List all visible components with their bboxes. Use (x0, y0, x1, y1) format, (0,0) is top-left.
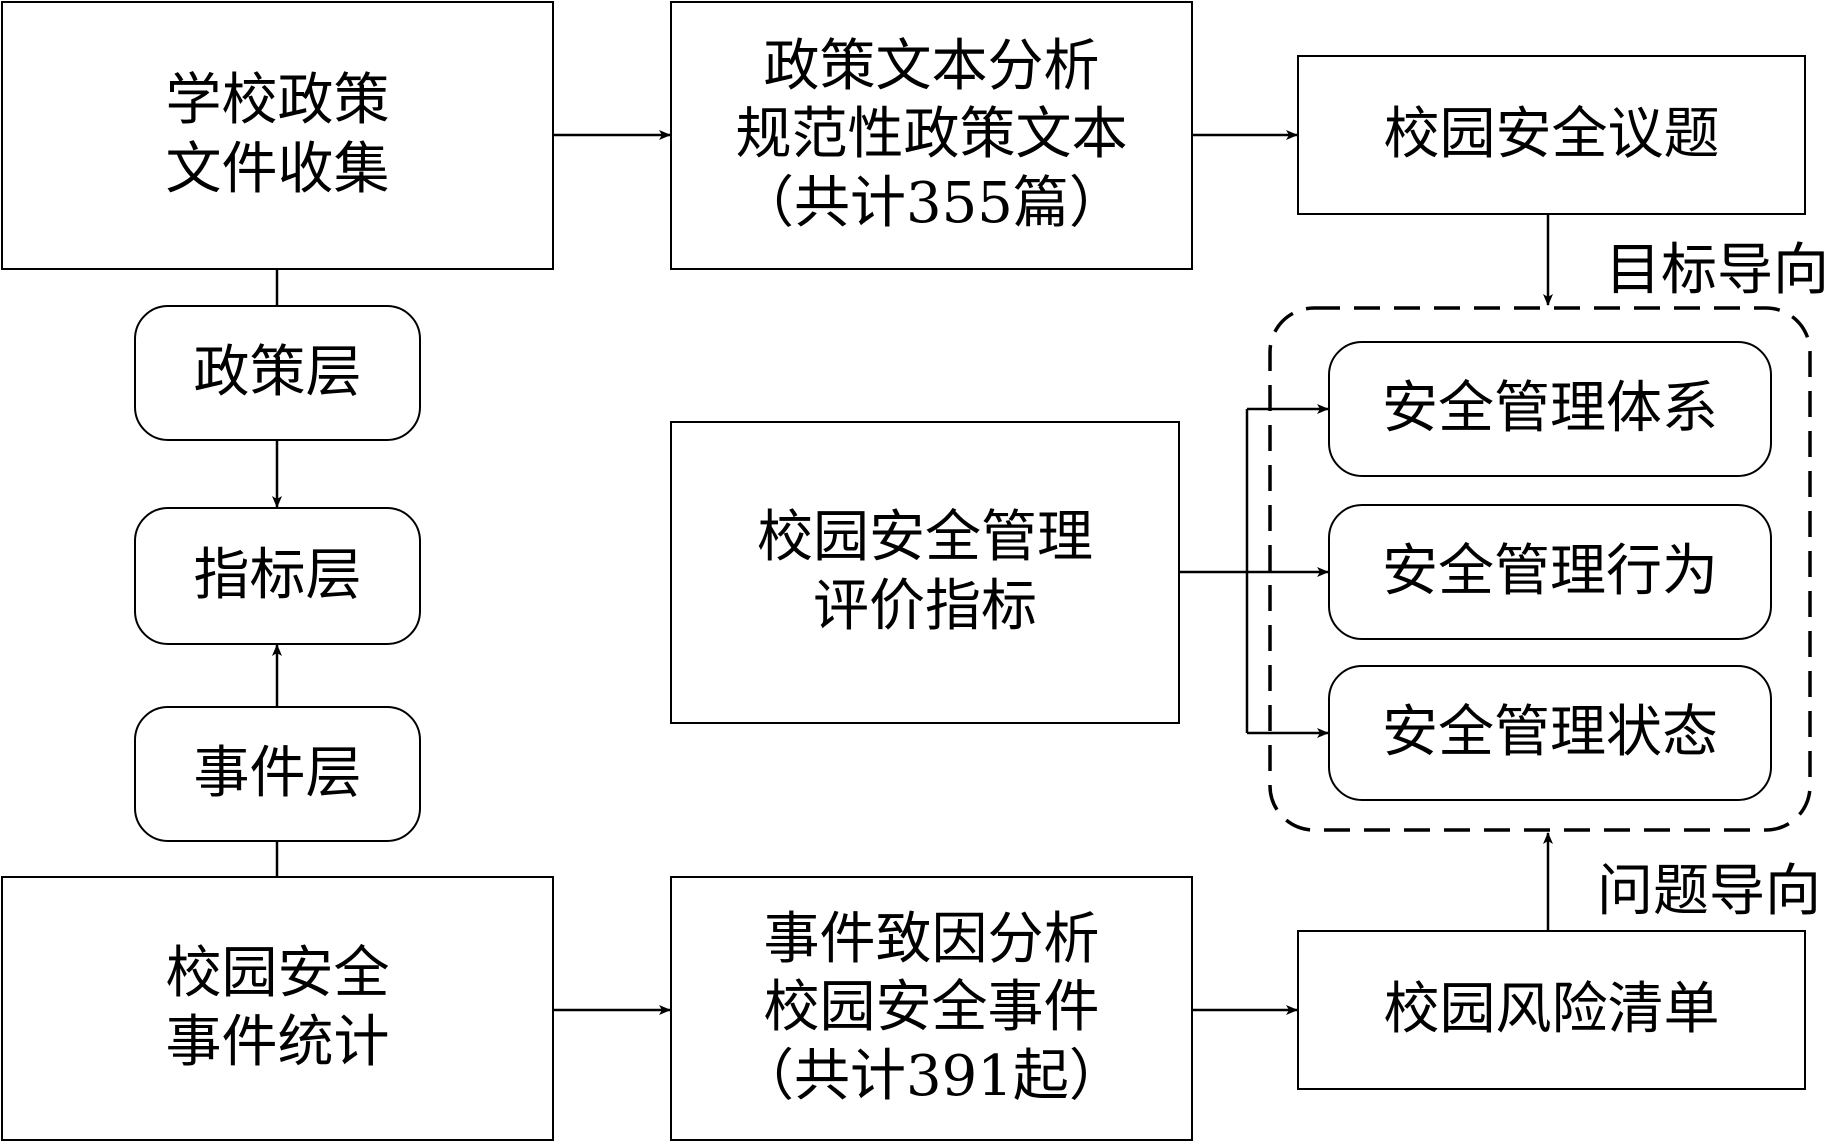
indicator-layer-box: 指标层 (134, 507, 421, 645)
risk-list-box: 校园风险清单 (1297, 930, 1806, 1090)
management-behavior-label: 安全管理行为 (1382, 538, 1718, 604)
indicator-layer-label: 指标层 (193, 542, 362, 608)
policy-collection-line2: 文件收集 (165, 136, 390, 202)
safety-topics-label: 校园安全议题 (1383, 101, 1720, 167)
evaluation-index-line2: 评价指标 (813, 573, 1037, 639)
policy-layer-box: 政策层 (134, 305, 421, 441)
policy-analysis-line1: 政策文本分析 (763, 34, 1100, 100)
risk-list-label: 校园风险清单 (1383, 976, 1720, 1042)
management-dimension-group (1268, 306, 1812, 832)
evaluation-index-box: 校园安全管理 评价指标 (670, 421, 1180, 724)
policy-collection-box: 学校政策 文件收集 (1, 1, 554, 270)
event-layer-label: 事件层 (193, 740, 362, 806)
causation-analysis-line3: （共计391起） (738, 1043, 1125, 1109)
causation-analysis-line2: 校园安全事件 (763, 975, 1100, 1041)
causation-analysis-line1: 事件致因分析 (763, 907, 1100, 973)
management-behavior-box: 安全管理行为 (1328, 504, 1772, 640)
safety-topics-box: 校园安全议题 (1297, 55, 1806, 215)
evaluation-index-line1: 校园安全管理 (757, 505, 1093, 571)
management-state-box: 安全管理状态 (1328, 665, 1772, 801)
event-statistics-box: 校园安全 事件统计 (1, 876, 554, 1141)
problem-oriented-label: 问题导向 (1597, 859, 1821, 924)
policy-collection-line1: 学校政策 (165, 68, 390, 134)
policy-layer-label: 政策层 (193, 339, 362, 405)
event-statistics-line2: 事件统计 (165, 1009, 390, 1075)
policy-analysis-box: 政策文本分析 规范性政策文本 （共计355篇） (670, 1, 1193, 270)
policy-analysis-line3: （共计355篇） (738, 170, 1125, 236)
management-state-label: 安全管理状态 (1382, 699, 1718, 765)
management-system-label: 安全管理体系 (1382, 375, 1718, 441)
management-system-box: 安全管理体系 (1328, 341, 1772, 477)
event-layer-box: 事件层 (134, 706, 421, 842)
goal-oriented-label: 目标导向 (1605, 238, 1829, 303)
causation-analysis-box: 事件致因分析 校园安全事件 （共计391起） (670, 876, 1193, 1141)
policy-analysis-line2: 规范性政策文本 (735, 102, 1128, 168)
event-statistics-line1: 校园安全 (165, 941, 390, 1007)
